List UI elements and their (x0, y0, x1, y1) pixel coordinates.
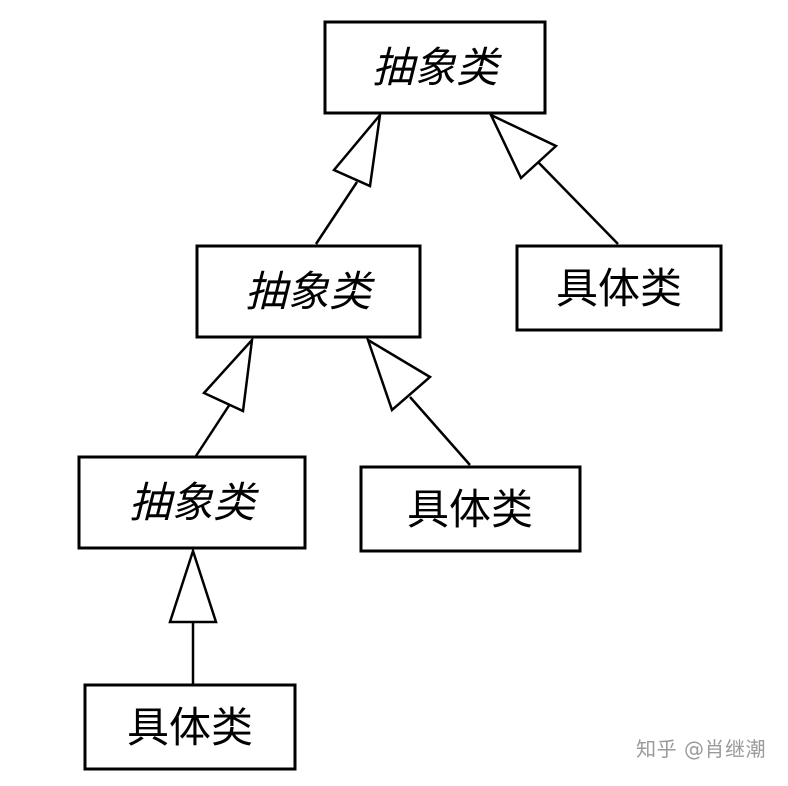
inheritance-arrowhead-icon (331, 110, 382, 188)
edge-line (314, 181, 359, 245)
edge-concrete3-to-abstract3 (168, 546, 218, 684)
edge-line (409, 396, 471, 466)
class-node-concrete-3: 具体类 (83, 683, 297, 771)
class-box (195, 244, 422, 339)
class-label: 具体类 (556, 264, 682, 313)
class-label: 具体类 (407, 485, 533, 534)
class-box (359, 465, 582, 553)
class-label: 抽象类 (129, 478, 259, 527)
class-label: 抽象类 (245, 267, 375, 316)
class-node-abstract-3: 抽象类 (77, 455, 307, 550)
inheritance-arrowhead-icon (488, 112, 559, 181)
edge-concrete2-to-abstract2 (365, 337, 471, 466)
edge-abstract3-to-abstract2 (194, 336, 254, 457)
inheritance-arrowhead-icon (365, 337, 433, 413)
class-node-abstract-2: 抽象类 (195, 244, 422, 339)
class-box (515, 244, 723, 332)
class-label: 具体类 (127, 703, 253, 752)
edge-line (537, 161, 619, 245)
class-node-concrete-1: 具体类 (515, 244, 723, 332)
edge-abstract2-to-abstract1 (314, 110, 382, 245)
class-box (77, 455, 307, 550)
class-node-abstract-1: 抽象类 (323, 20, 547, 115)
inheritance-arrowhead-icon (201, 336, 254, 413)
edge-concrete1-to-abstract1 (488, 112, 619, 245)
watermark-text: 知乎 @肖继潮 (636, 737, 766, 761)
class-label: 抽象类 (372, 43, 502, 92)
class-box (83, 683, 297, 771)
class-node-concrete-2: 具体类 (359, 465, 582, 553)
edge-line (194, 403, 232, 457)
inheritance-arrowhead-icon (168, 546, 218, 624)
class-box (323, 20, 547, 115)
